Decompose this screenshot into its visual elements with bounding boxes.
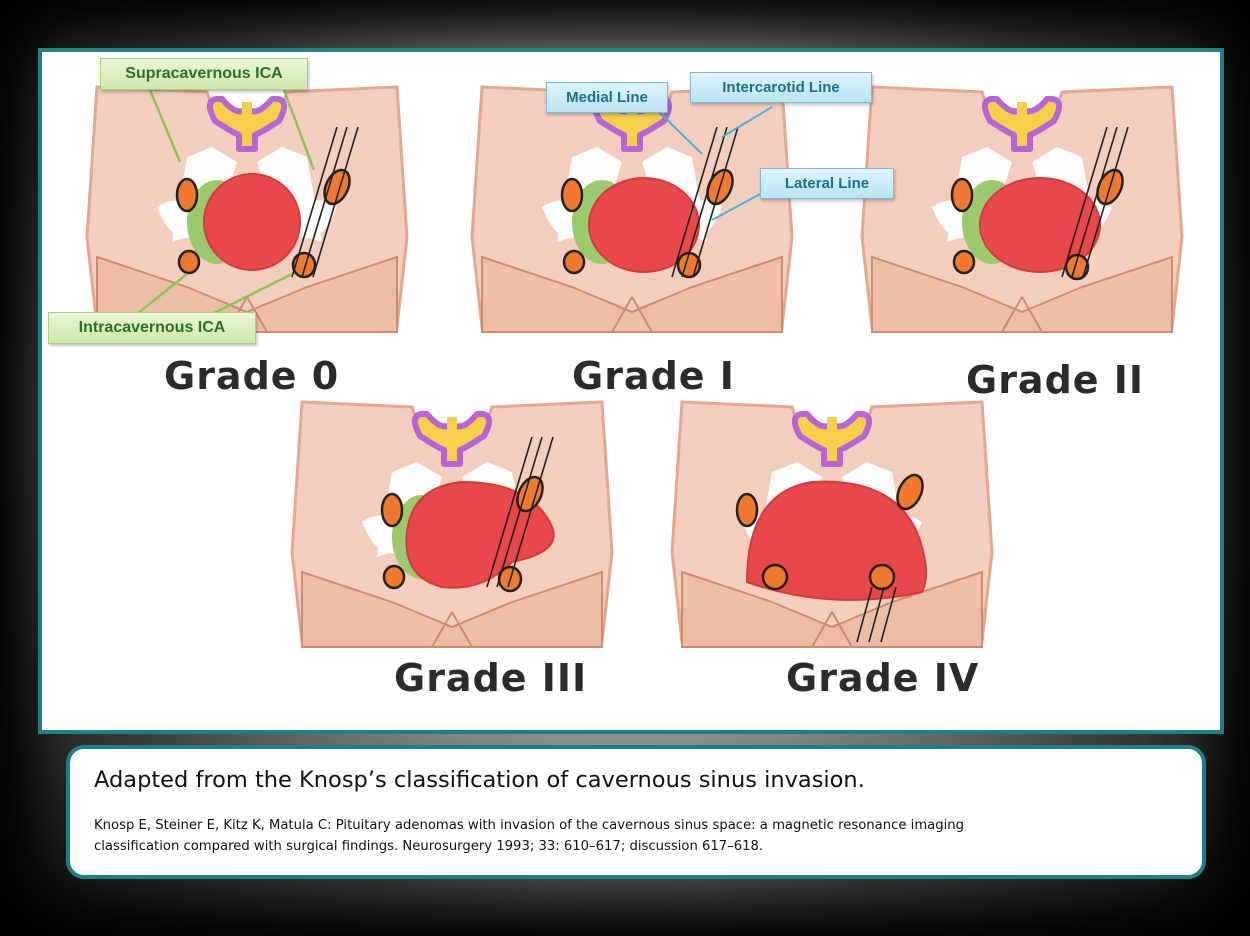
- diagram-panel: Supracavernous ICA Intracavernous ICA Me…: [38, 48, 1224, 734]
- grade-3-illustration: [292, 402, 612, 647]
- reference-line-1: Knosp E, Steiner E, Kitz K, Matula C: Pi…: [94, 815, 1178, 836]
- supracavernous-ica-label: Supracavernous ICA: [100, 58, 308, 90]
- grade-1-label: Grade I: [572, 354, 735, 398]
- grade-2-label: Grade II: [966, 358, 1144, 402]
- reference-line-2: classification compared with surgical fi…: [94, 836, 1178, 857]
- grade-4-illustration: [672, 402, 992, 647]
- intercarotid-line-label: Intercarotid Line: [690, 72, 872, 103]
- intracavernous-ica-label: Intracavernous ICA: [48, 312, 256, 344]
- grade-3-label: Grade III: [394, 656, 587, 700]
- caption-title: Adapted from the Knosp’s classification …: [94, 767, 1178, 793]
- medial-line-label: Medial Line: [546, 82, 668, 113]
- grade-0-label: Grade 0: [164, 354, 339, 398]
- grade-4-label: Grade IV: [786, 656, 979, 700]
- grade-2-illustration: [862, 87, 1182, 332]
- lateral-line-label: Lateral Line: [760, 168, 894, 199]
- caption-box: Adapted from the Knosp’s classification …: [66, 745, 1206, 879]
